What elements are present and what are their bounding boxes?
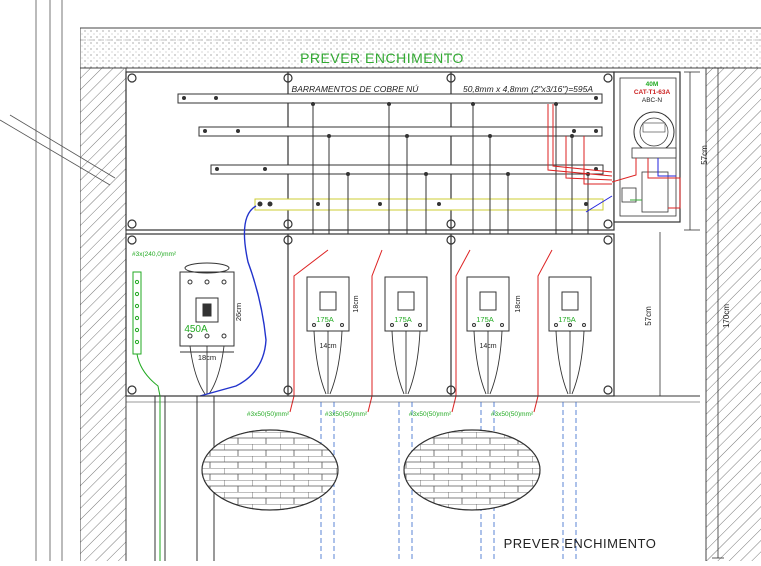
cable-out-label-1: #3x50(50)mm²	[247, 411, 290, 418]
breaker-output-cables	[313, 330, 585, 395]
breaker-main-height: 26cm	[234, 303, 243, 321]
meter-text-3: ABC-N	[642, 97, 663, 104]
main-breaker	[179, 262, 235, 347]
meter-box	[613, 71, 681, 223]
breaker-height-1: 18cm	[353, 295, 360, 312]
neutral-wire	[199, 205, 267, 397]
left-wall	[0, 0, 127, 561]
breaker-rating-1: 175A	[316, 315, 334, 324]
dim-57-top: 57cm	[700, 145, 709, 165]
dashed-conduits	[320, 402, 577, 561]
breaker-rating-3: 175A	[476, 315, 494, 324]
breaker-main-rating: 450A	[184, 324, 208, 335]
barramentos-label: BARRAMENTOS DE COBRE NÚ	[292, 84, 420, 94]
bar-bolts	[182, 96, 598, 207]
dimension-lines	[654, 67, 724, 559]
brick-inspection-right	[403, 429, 541, 511]
breaker-rating-2: 175A	[394, 315, 412, 324]
cable-out-label-3: #3x50(50)mm²	[409, 411, 452, 418]
brick-inspection-left	[201, 429, 339, 511]
meter-text-1: 40M	[646, 81, 659, 88]
dim-170: 170cm	[722, 304, 731, 328]
floor-and-conduits	[126, 395, 700, 561]
cable-main-label: #3x(240,0)mm²	[132, 251, 177, 258]
top-slab	[80, 27, 761, 69]
small-breakers	[306, 276, 592, 332]
breaker-rating-4: 175A	[558, 315, 576, 324]
ground-bar	[132, 271, 161, 397]
breaker-height-2: 18cm	[515, 295, 522, 312]
red-feeders	[289, 249, 553, 413]
meter-wiring	[547, 104, 681, 213]
dropper-bolts	[311, 102, 590, 176]
right-wall	[705, 68, 761, 561]
main-breaker-cables	[180, 345, 234, 395]
prever-top-label: PREVER ENCHIMENTO	[300, 50, 464, 66]
meter-text-2: CAT-T1-63A	[634, 89, 671, 96]
cable-out-label-2: #3x50(50)mm²	[325, 411, 368, 418]
prever-bottom-label: PREVER ENCHIMENTO	[504, 536, 657, 551]
barra-spec-label: 50,8mm x 4,8mm (2"x3/16")=595A	[463, 84, 593, 94]
cable-out-label-4: #3x50(50)mm²	[491, 411, 534, 418]
dim-57-mid: 57cm	[644, 306, 653, 326]
